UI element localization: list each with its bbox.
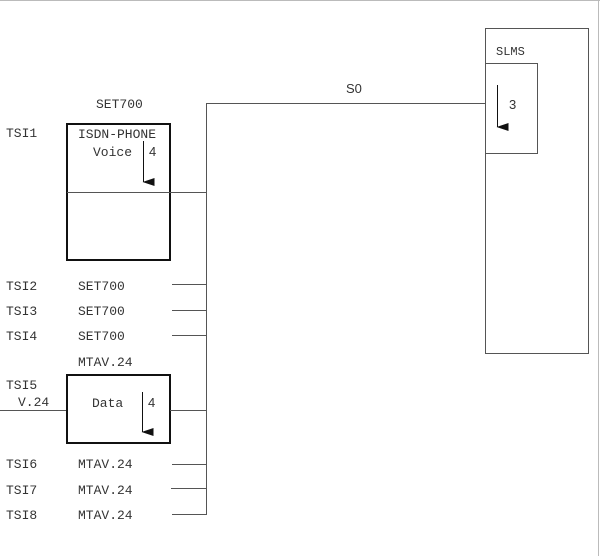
- tsi5-interface-label: V.24: [18, 395, 49, 410]
- tsi7-device-label: MTAV.24: [78, 483, 133, 498]
- tsi7-label: TSI7: [6, 483, 37, 498]
- tsi4-label: TSI4: [6, 329, 37, 344]
- tsi8-label: TSI8: [6, 508, 37, 523]
- slms-frame: [485, 28, 589, 354]
- tsi3-device-label: SET700: [78, 304, 125, 319]
- tsi2-device-label: SET700: [78, 279, 125, 294]
- slms-label: SLMS: [496, 45, 525, 59]
- tsi1-label: TSI1: [6, 126, 37, 141]
- tsi3-label: TSI3: [6, 304, 37, 319]
- tsi5-arrow-number: 4: [148, 395, 155, 410]
- tsi1-arrow-number: 4: [149, 144, 156, 159]
- tsi2-label: TSI2: [6, 279, 37, 294]
- tsi1-box-title: ISDN-PHONE: [78, 127, 156, 142]
- tsi6-label: TSI6: [6, 457, 37, 472]
- slms-arrow-number: 3: [509, 97, 516, 112]
- tsi5-device-label: MTAV.24: [78, 355, 133, 370]
- tsi1-service-label: Voice: [93, 145, 132, 160]
- tsi5-label: TSI5: [6, 378, 37, 393]
- tsi4-device-label: SET700: [78, 329, 125, 344]
- tsi6-device-label: MTAV.24: [78, 457, 133, 472]
- tsi5-terminal-box: [66, 374, 171, 444]
- tsi8-device-label: MTAV.24: [78, 508, 133, 523]
- tsi1-device-label: SET700: [96, 97, 143, 112]
- bus-label: S0: [346, 81, 362, 96]
- tsi5-service-label: Data: [92, 396, 123, 411]
- slms-port-box: [485, 63, 538, 154]
